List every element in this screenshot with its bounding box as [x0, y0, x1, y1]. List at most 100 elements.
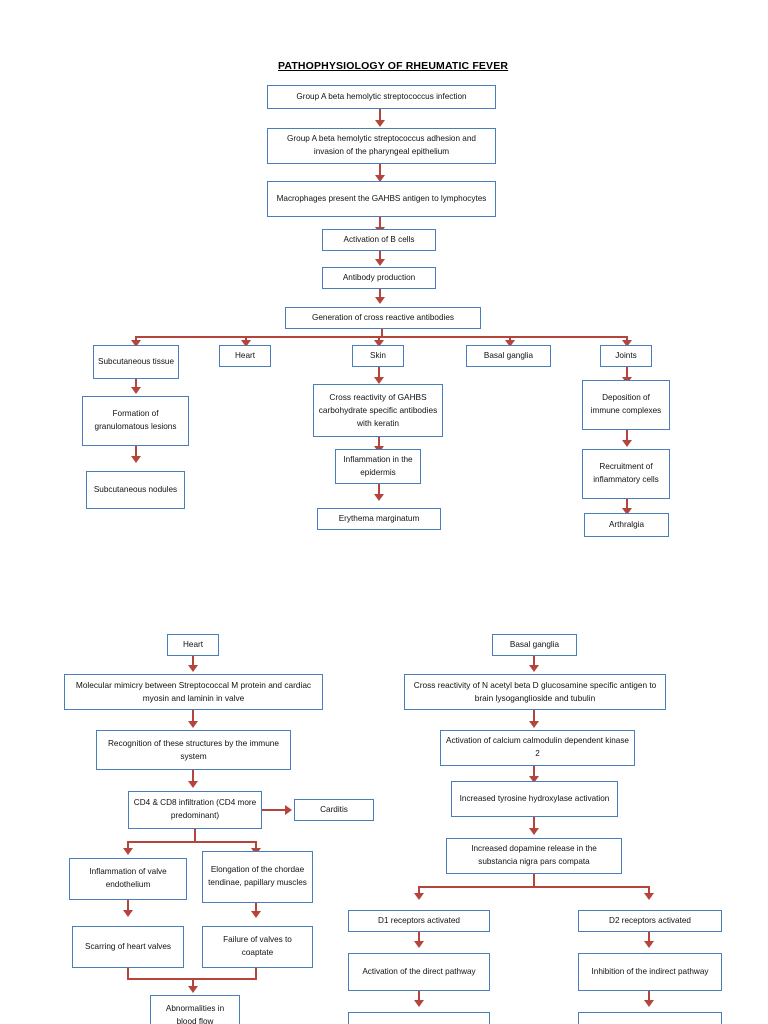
node-valve-coaptation-failure: Failure of valves to coaptate	[202, 926, 313, 968]
connector-inflammation-scarring	[127, 900, 130, 913]
node-blood-flow-abnormalities: Abnormalities in blood flow	[150, 995, 240, 1024]
arrowhead-bg-2	[529, 721, 539, 728]
connector-heartdetail-2	[192, 710, 195, 724]
connector-direct-outcome	[418, 991, 421, 1003]
connector-bus-stem	[381, 329, 384, 338]
connector-bg-1	[533, 656, 536, 668]
connector-bcells-antibody	[379, 251, 382, 262]
arrowhead-inflammation-scarring	[123, 910, 133, 917]
node-chordae-elongation: Elongation of the chordae tendinae, papi…	[202, 851, 313, 903]
connector-heartdetail-1	[192, 656, 195, 668]
node-erythema-marginatum: Erythema marginatum	[317, 508, 441, 530]
connector-bus-to-subcutaneous	[135, 336, 138, 342]
arrowhead-merge-abnormalities	[188, 986, 198, 993]
node-cd4-cd8-infiltration: CD4 & CD8 infiltration (CD4 more predomi…	[128, 791, 262, 829]
node-adhesion: Group A beta hemolytic streptococcus adh…	[267, 128, 496, 164]
arrowhead-indirect-outcome	[644, 1000, 654, 1007]
arrowhead-adhesion-macrophages	[375, 175, 385, 182]
arrowhead-direct-outcome	[414, 1000, 424, 1007]
arrowhead-elongation-failure	[251, 911, 261, 918]
arrowhead-bg-split-right	[644, 893, 654, 900]
node-structure-recognition: Recognition of these structures by the i…	[96, 730, 291, 770]
node-carditis: Carditis	[294, 799, 374, 821]
arrowhead-d1-direct	[414, 941, 424, 948]
node-calmodulin-kinase-activation: Activation of calcium calmodulin depende…	[440, 730, 635, 766]
arrowhead-joints-3	[622, 508, 632, 515]
connector-joints-2	[626, 430, 629, 443]
arrowhead-bg-4	[529, 828, 539, 835]
connector-adhesion-macrophages	[379, 164, 382, 178]
node-arthralgia: Arthralgia	[584, 513, 669, 537]
connector-subcutaneous-1	[135, 379, 138, 390]
node-basal-ganglia-detail-head: Basal ganglia	[492, 634, 577, 656]
connector-d1-direct	[418, 932, 421, 944]
node-subcutaneous-nodules: Subcutaneous nodules	[86, 471, 185, 509]
connector-scarring-merge	[127, 968, 130, 980]
node-inflammatory-cell-recruitment: Recruitment of inflammatory cells	[582, 449, 670, 499]
node-basal-ganglia-top: Basal ganglia	[466, 345, 551, 367]
arrowhead-skin-1	[374, 377, 384, 384]
node-d1-receptors: D1 receptors activated	[348, 910, 490, 932]
node-b-cells: Activation of B cells	[322, 229, 436, 251]
node-cross-reactive-antibodies: Generation of cross reactive antibodies	[285, 307, 481, 329]
node-molecular-mimicry: Molecular mimicry between Streptococcal …	[64, 674, 323, 710]
connector-bg-2	[533, 710, 536, 724]
arrowhead-bus-heart	[241, 340, 251, 347]
arrowhead-subcutaneous-1	[131, 387, 141, 394]
arrowhead-bus-subcutaneous	[131, 340, 141, 347]
connector-infiltration-carditis	[262, 809, 287, 812]
arrowhead-bg-split-left	[414, 893, 424, 900]
node-dopamine-release: Increased dopamine release in the substa…	[446, 838, 622, 874]
arrowhead-bcells-antibody	[375, 259, 385, 266]
connector-bus-to-basal-ganglia	[509, 336, 512, 342]
node-heart-detail-head: Heart	[167, 634, 219, 656]
connector-split-left	[127, 841, 130, 850]
connector-infiltration-split-bar	[127, 841, 257, 844]
node-direct-pathway-activation: Activation of the direct pathway	[348, 953, 490, 991]
node-heart-top: Heart	[219, 345, 271, 367]
connector-subcutaneous-2	[135, 446, 138, 459]
connector-indirect-outcome	[648, 991, 651, 1003]
node-antibody-production: Antibody production	[322, 267, 436, 289]
connector-bg-4	[533, 817, 536, 831]
arrowhead-joints-2	[622, 440, 632, 447]
arrowhead-antibody-crossreactive	[375, 297, 385, 304]
connector-joints-1	[626, 367, 629, 380]
connector-bg-split-bar	[418, 886, 650, 889]
connector-split-right	[255, 841, 258, 850]
node-indirect-pathway-inhibition: Inhibition of the indirect pathway	[578, 953, 722, 991]
connector-merge-stem	[192, 978, 195, 989]
node-skin-cross-reactivity: Cross reactivity of GAHBS carbohydrate s…	[313, 384, 443, 437]
node-heart-valve-scarring: Scarring of heart valves	[72, 926, 184, 968]
node-tyrosine-hydroxylase: Increased tyrosine hydroxylase activatio…	[451, 781, 618, 817]
node-subcutaneous-tissue: Subcutaneous tissue	[93, 345, 179, 379]
connector-bg-split-left	[418, 886, 421, 895]
node-epidermis-inflammation: Inflammation in the epidermis	[335, 449, 421, 484]
node-immune-complex-deposition: Deposition of immune complexes	[582, 380, 670, 430]
page-title: PATHOPHYSIOLOGY OF RHEUMATIC FEVER	[278, 60, 509, 72]
node-skin: Skin	[352, 345, 404, 367]
connector-bg-3	[533, 766, 536, 779]
node-macrophages: Macrophages present the GAHBS antigen to…	[267, 181, 496, 217]
connector-skin-3	[378, 484, 381, 497]
connector-bg-split-stem	[533, 874, 536, 888]
connector-joints-3	[626, 499, 629, 511]
arrowhead-bus-joints	[622, 340, 632, 347]
connector-bus-to-heart	[245, 336, 248, 342]
connector-bg-split-right	[648, 886, 651, 895]
node-infection: Group A beta hemolytic streptococcus inf…	[267, 85, 496, 109]
node-d1-outcome: Increased excitatory signals to the	[348, 1012, 490, 1024]
connector-antibody-crossreactive	[379, 289, 382, 300]
connector-bus-to-joints	[626, 336, 629, 342]
arrowhead-heartdetail-1	[188, 665, 198, 672]
node-granulomatous-lesions: Formation of granulomatous lesions	[82, 396, 189, 446]
node-joints: Joints	[600, 345, 652, 367]
connector-d2-indirect	[648, 932, 651, 944]
node-d2-outcome: Decreased inhibitory signals to	[578, 1012, 722, 1024]
arrowhead-skin-3	[374, 494, 384, 501]
connector-bus-to-skin	[378, 336, 381, 342]
connector-skin-1	[378, 367, 381, 380]
connector-infiltration-split-stem	[194, 829, 197, 843]
connector-infection-adhesion	[379, 109, 382, 123]
